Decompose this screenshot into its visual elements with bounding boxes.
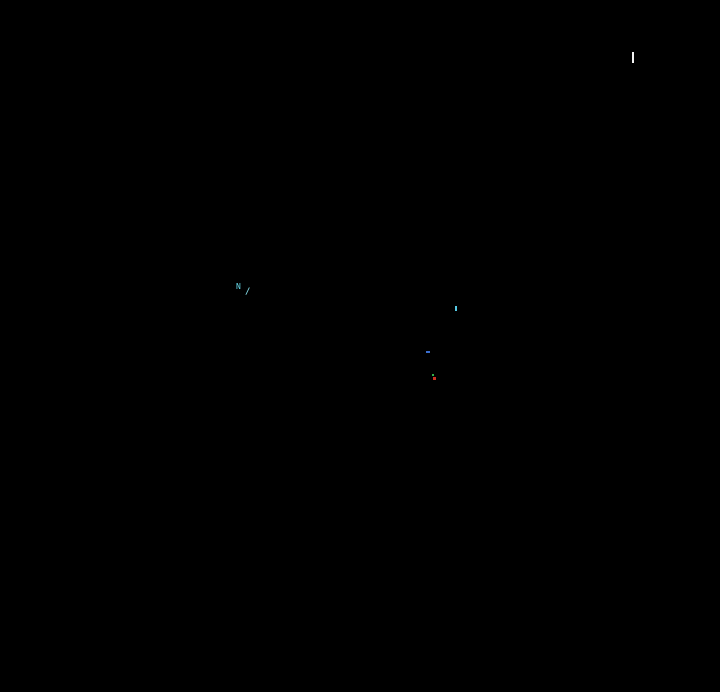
red-dot-speck [433,377,436,380]
blue-dash-speck [426,351,430,353]
slash-label: / [245,287,251,297]
n-label: N [236,282,241,291]
text-cursor [632,52,634,63]
green-dot-speck [432,374,434,376]
cyan-tick-speck [455,306,457,311]
